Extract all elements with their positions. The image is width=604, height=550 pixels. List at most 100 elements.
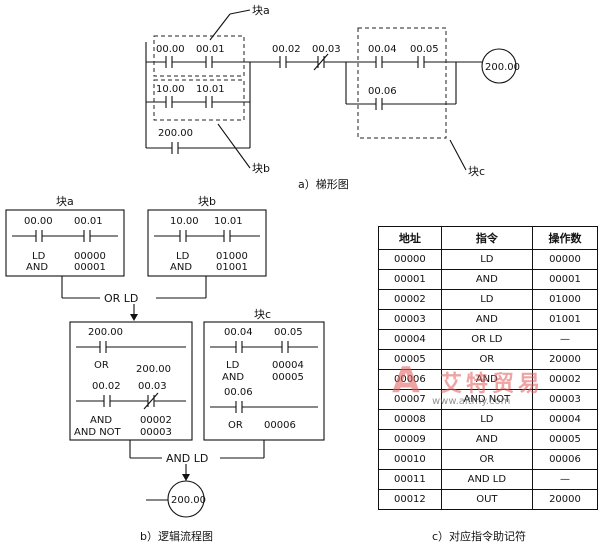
cell-address: 00007 [378,389,442,410]
cell-instruction: LD [440,249,533,270]
flow-block-a-box [5,209,125,277]
cell-operand: — [531,469,599,490]
flow-c-contact3: 00.06 [224,387,253,398]
cell-instruction: OR [440,349,533,370]
header-address: 地址 [378,226,442,250]
flow-a-addr1: 00000 [74,251,106,262]
block-c-pointer [449,139,467,171]
cell-address: 00001 [378,269,442,290]
or-ld-arrowhead [130,314,138,321]
flow-c-addr1: 00004 [272,360,304,371]
flow-block-c-title: 块c [254,308,271,321]
flow-caption: b）逻辑流程图 [140,529,213,543]
contact-0003-slash [313,53,329,71]
flow-m-addr2: 00003 [140,427,172,438]
flow-c-op1: LD [226,360,240,371]
flow-m-contact-top: 200.00 [88,327,123,338]
table-caption: c）对应指令助记符 [432,530,527,543]
cell-operand: 20000 [531,349,599,370]
flow-c-addr2: 00005 [272,372,304,383]
flow-merged-box [69,321,193,441]
flow-b-op1: LD [176,251,190,262]
flow-b-contact1: 10.00 [170,216,199,227]
flow-a-contact2: 00.01 [74,216,103,227]
cell-address: 00012 [378,489,442,510]
flow-b-addr1: 01000 [216,251,248,262]
flow-b-op2: AND [170,262,192,273]
cell-operand: 00001 [531,269,599,290]
cell-instruction: AND [440,429,533,450]
cell-instruction: OR LD [440,329,533,350]
flow-a-op2: AND [26,262,48,273]
ladder-caption: a）梯形图 [298,178,349,191]
block-b-box [153,79,245,121]
block-a-pointer [229,9,251,15]
flow-m-or-addr: 200.00 [136,364,171,375]
cell-address: 00009 [378,429,442,450]
flow-m-addr1: 00002 [140,415,172,426]
contact-1000-label: 10.00 [156,84,185,95]
flow-block-b-box [147,209,267,277]
cell-address: 00008 [378,409,442,430]
flow-m-op-and: AND [90,415,112,426]
contact-20000-label: 200.00 [158,128,193,139]
block-a-callout: 块a [252,4,270,17]
block-a-pointer [209,13,231,41]
flow-a-addr2: 00001 [74,262,106,273]
flow-c-addr3: 00006 [264,420,296,431]
cell-operand: 01000 [531,289,599,310]
block-c-box [357,27,447,139]
flow-b-addr2: 01001 [216,262,248,273]
flow-block-a-title: 块a [56,195,74,208]
flow-c-op2: AND [222,372,244,383]
contact-0004-label: 00.04 [368,44,397,55]
header-operand: 操作数 [531,226,599,250]
and-ld-arrowhead [182,474,190,481]
cell-address: 00000 [378,249,442,270]
block-c-callout: 块c [468,165,485,178]
header-instruction: 指令 [440,226,533,250]
cell-instruction: AND LD [440,469,533,490]
cell-instruction: OUT [440,489,533,510]
block-a-box [153,35,245,77]
or-ld-label: OR LD [104,292,138,305]
cell-operand: 00002 [531,369,599,390]
block-b-pointer [217,123,251,169]
cell-address: 00004 [378,329,442,350]
cell-operand: 00006 [531,449,599,470]
flow-c-contact2: 00.05 [274,327,303,338]
flow-c-op3: OR [228,420,243,431]
contact-0006-label: 00.06 [368,86,397,97]
cell-address: 00002 [378,289,442,310]
flow-m-c2-slash [143,392,159,410]
cell-operand: 01001 [531,309,599,330]
cell-address: 00011 [378,469,442,490]
flow-m-op-and-not: AND NOT [74,427,122,438]
cell-address: 00003 [378,309,442,330]
cell-instruction: LD [440,409,533,430]
cell-operand: 20000 [531,489,599,510]
cell-operand: 00003 [531,389,599,410]
flow-a-contact1: 00.00 [24,216,53,227]
contact-0002-label: 00.02 [272,44,301,55]
cell-operand: 00005 [531,429,599,450]
flow-a-op1: LD [32,251,46,262]
and-ld-label: AND LD [166,452,208,465]
cell-instruction: AND [440,309,533,330]
cell-operand: 00000 [531,249,599,270]
ladder-diagram: 00.00 00.01 10.00 10.01 200.00 00.02 0 [145,4,520,191]
